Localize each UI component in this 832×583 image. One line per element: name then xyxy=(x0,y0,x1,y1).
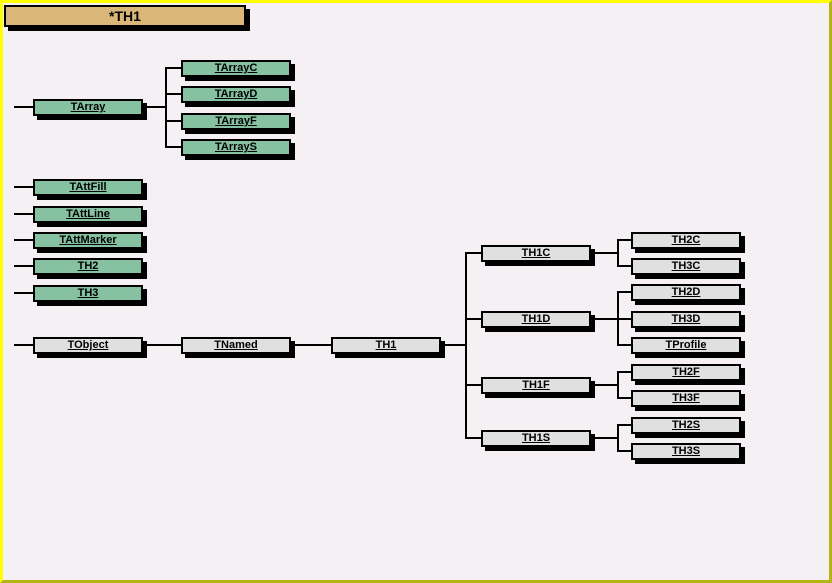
class-node-th2s[interactable]: TH2S xyxy=(631,417,741,434)
class-node-th3[interactable]: TH3 xyxy=(33,285,143,302)
class-node-th3c[interactable]: TH3C xyxy=(631,258,741,275)
class-node-tobject[interactable]: TObject xyxy=(33,337,143,354)
class-node-label: TH2F xyxy=(672,366,700,378)
class-node-label: TArrayC xyxy=(214,62,258,74)
connector-line xyxy=(465,318,481,320)
class-node-label: TH3 xyxy=(77,287,99,299)
class-node-label: TH1D xyxy=(521,313,551,325)
class-node-label: TH1S xyxy=(521,432,551,444)
class-node-label: TArrayS xyxy=(215,141,257,153)
connector-line xyxy=(617,291,631,293)
class-node-tprofile[interactable]: TProfile xyxy=(631,337,741,354)
class-node-label: TH2S xyxy=(671,419,701,431)
class-node-label: TH3D xyxy=(671,313,701,325)
class-node-label: TAttFill xyxy=(69,181,107,193)
class-node-tarrayc[interactable]: TArrayC xyxy=(181,60,291,77)
connector-line xyxy=(617,318,631,320)
class-node-label: TH1 xyxy=(375,339,397,351)
class-node-th2c[interactable]: TH2C xyxy=(631,232,741,249)
class-node-label: TAttLine xyxy=(66,208,110,220)
connector-line xyxy=(14,239,33,241)
connector-line xyxy=(617,450,631,452)
class-node-label: TH3F xyxy=(672,392,700,404)
connector-line xyxy=(165,120,181,122)
class-node-label: TH3S xyxy=(671,445,701,457)
connector-line xyxy=(591,437,619,439)
connector-line xyxy=(617,344,631,346)
connector-line xyxy=(14,344,33,346)
connector-line xyxy=(14,292,33,294)
class-node-tattline[interactable]: TAttLine xyxy=(33,206,143,223)
class-node-label: TArray xyxy=(70,101,106,113)
class-node-label: TH2C xyxy=(671,234,701,246)
class-node-tattmarker[interactable]: TAttMarker xyxy=(33,232,143,249)
connector-line xyxy=(441,344,467,346)
connector-line xyxy=(617,397,631,399)
class-node-label: TObject xyxy=(67,339,109,351)
class-node-tattfill[interactable]: TAttFill xyxy=(33,179,143,196)
connector-line xyxy=(14,106,33,108)
class-node-th2d[interactable]: TH2D xyxy=(631,284,741,301)
class-node-th2f[interactable]: TH2F xyxy=(631,364,741,381)
class-node-th1c[interactable]: TH1C xyxy=(481,245,591,262)
connector-line xyxy=(617,265,631,267)
connector-line xyxy=(465,384,481,386)
connector-line xyxy=(617,424,631,426)
class-node-th2[interactable]: TH2 xyxy=(33,258,143,275)
connector-line xyxy=(165,93,181,95)
class-node-th1f[interactable]: TH1F xyxy=(481,377,591,394)
connector-line xyxy=(14,213,33,215)
connector-line xyxy=(14,265,33,267)
connector-line xyxy=(591,252,619,254)
class-node-tarrayf[interactable]: TArrayF xyxy=(181,113,291,130)
class-node-label: TArrayF xyxy=(215,115,257,127)
connector-line xyxy=(465,252,467,439)
class-node-label: TH1F xyxy=(522,379,550,391)
class-node-tarray[interactable]: TArray xyxy=(33,99,143,116)
class-node-th1s[interactable]: TH1S xyxy=(481,430,591,447)
connector-line xyxy=(165,67,181,69)
class-node-th1d[interactable]: TH1D xyxy=(481,311,591,328)
connector-line xyxy=(143,344,181,346)
class-node-th1[interactable]: TH1 xyxy=(331,337,441,354)
connector-line xyxy=(465,252,481,254)
connector-line xyxy=(165,146,181,148)
class-node-tarrayd[interactable]: TArrayD xyxy=(181,86,291,103)
connector-line xyxy=(591,384,619,386)
connector-line xyxy=(14,186,33,188)
connector-line xyxy=(165,67,167,148)
class-node-th3f[interactable]: TH3F xyxy=(631,390,741,407)
connector-line xyxy=(291,344,331,346)
connector-line xyxy=(617,371,631,373)
connector-line xyxy=(617,239,619,267)
class-node-label: TH2D xyxy=(671,286,701,298)
connector-line xyxy=(591,318,619,320)
class-node-label: TProfile xyxy=(665,339,707,351)
class-node-th3d[interactable]: TH3D xyxy=(631,311,741,328)
connector-line xyxy=(143,106,167,108)
class-node-label: TH1C xyxy=(521,247,551,259)
diagram-title-label: *TH1 xyxy=(109,8,141,24)
connector-line xyxy=(617,239,631,241)
connector-line xyxy=(465,437,481,439)
class-node-label: TNamed xyxy=(214,339,258,351)
class-node-label: TH2 xyxy=(77,260,99,272)
class-node-label: TH3C xyxy=(671,260,701,272)
connector-line xyxy=(617,424,619,452)
class-node-tnamed[interactable]: TNamed xyxy=(181,337,291,354)
diagram-title-box: *TH1 xyxy=(4,5,246,27)
class-node-label: TArrayD xyxy=(214,88,258,100)
class-node-label: TAttMarker xyxy=(59,234,117,246)
class-node-tarrays[interactable]: TArrayS xyxy=(181,139,291,156)
class-node-th3s[interactable]: TH3S xyxy=(631,443,741,460)
connector-line xyxy=(617,371,619,399)
